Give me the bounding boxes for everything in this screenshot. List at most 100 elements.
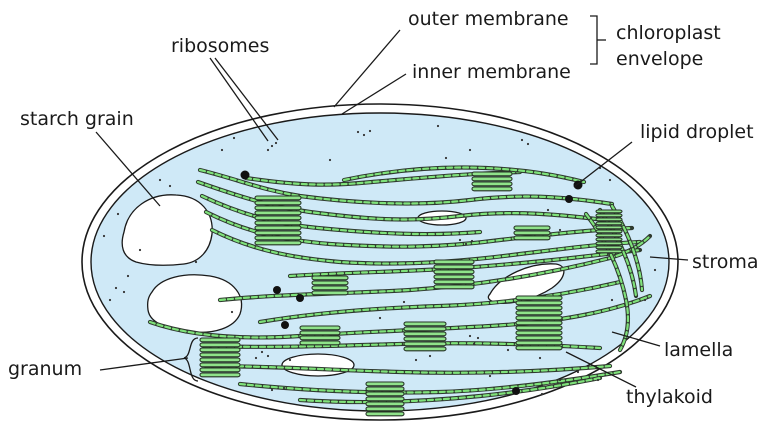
granum-9-thylakoid-disc-3 (366, 392, 404, 396)
ribosome-dot-37 (611, 299, 613, 301)
ribosome-dot-40 (329, 159, 331, 161)
label-starch-grain: starch grain (20, 108, 134, 130)
granum-8-thylakoid-disc-1 (200, 338, 240, 342)
granum-1-thylakoid-disc-1 (255, 196, 301, 200)
granum-11-thylakoid-disc-4 (596, 222, 622, 225)
granum-3-thylakoid-disc-1 (434, 260, 474, 264)
ribosome-dot-23 (403, 301, 405, 303)
granum-9-thylakoid-disc-7 (366, 412, 404, 416)
granum-11-thylakoid-disc-10 (596, 246, 622, 249)
ribosome-dot-32 (473, 343, 475, 345)
ribosome-dot-2 (271, 145, 273, 147)
granum-2-thylakoid-disc-1 (472, 172, 512, 176)
label-ribosomes: ribosomes (171, 35, 269, 57)
label-envelope-line2: envelope (616, 48, 703, 70)
label-thylakoid: thylakoid (626, 386, 713, 408)
ribosome-dot-14 (117, 213, 119, 215)
granum-2-thylakoid-disc-4 (472, 187, 512, 191)
granum-6-thylakoid-disc-6 (404, 347, 446, 351)
granum-6-thylakoid-disc-3 (404, 332, 446, 336)
granum-7-thylakoid-disc-6 (516, 321, 562, 325)
granum-4-thylakoid-disc-4 (312, 291, 348, 295)
label-lamella: lamella (664, 339, 733, 361)
ribosome-dot-16 (127, 275, 129, 277)
ribosome-dot-38 (547, 209, 549, 211)
ribosome-dot-49 (609, 179, 611, 181)
ribosome-dot-24 (379, 317, 381, 319)
granum-6-thylakoid-disc-4 (404, 337, 446, 341)
granum-9-thylakoid-disc-4 (366, 397, 404, 401)
granum-3-thylakoid-disc-4 (434, 275, 474, 279)
granum-1-thylakoid-disc-6 (255, 221, 301, 225)
ribosome-dot-12 (159, 179, 161, 181)
ribosome-dot-46 (507, 349, 509, 351)
ribosome-dot-30 (469, 335, 471, 337)
granum-3-thylakoid-disc-3 (434, 270, 474, 274)
ribosome-dot-51 (644, 299, 646, 301)
granum-8-thylakoid-disc-2 (200, 343, 240, 347)
granum-8-thylakoid-disc-7 (200, 368, 240, 372)
granum-7-thylakoid-disc-4 (516, 311, 562, 315)
ribosome-dot-8 (445, 157, 447, 159)
ribosome-dot-21 (465, 243, 467, 245)
granum-11-thylakoid-disc-11 (596, 250, 622, 253)
granum-7-thylakoid-disc-3 (516, 306, 562, 310)
ribosome-dot-11 (469, 149, 471, 151)
ribosome-dot-34 (559, 379, 561, 381)
granum-5-thylakoid-disc-3 (300, 336, 340, 340)
lipid-droplet-7 (512, 387, 520, 395)
ribosome-dot-25 (261, 351, 263, 353)
lipid-droplet-1 (241, 171, 250, 180)
granum-7-thylakoid-disc-10 (516, 341, 562, 345)
granum-7-thylakoid-disc-1 (516, 296, 562, 300)
granum-5-thylakoid-disc-2 (300, 331, 340, 335)
ribosome-dot-3 (275, 142, 277, 144)
lipid-droplet-3 (565, 195, 573, 203)
granum-11-thylakoid-disc-1 (596, 210, 622, 213)
ribosome-dot-10 (527, 143, 529, 145)
granum-4-thylakoid-disc-1 (312, 276, 348, 280)
label-stroma: stroma (692, 251, 759, 273)
granum-1-thylakoid-disc-10 (255, 241, 301, 245)
granum-9-thylakoid-disc-2 (366, 387, 404, 391)
ribosome-dot-54 (231, 311, 233, 313)
granum-7-thylakoid-disc-2 (516, 301, 562, 305)
granum-11-thylakoid-disc-7 (596, 234, 622, 237)
ribosome-dot-1 (267, 149, 269, 151)
ribosome-dot-42 (233, 137, 235, 139)
label-envelope-line1: chloroplast (616, 22, 721, 44)
ribosome-dot-13 (169, 185, 171, 187)
ribosome-dot-44 (429, 355, 431, 357)
ribosome-dot-5 (363, 134, 365, 136)
granum-9-thylakoid-disc-5 (366, 402, 404, 406)
granum-3-thylakoid-disc-2 (434, 265, 474, 269)
label-outer-membrane: outer membrane (408, 8, 569, 30)
granum-11-thylakoid-disc-2 (596, 214, 622, 217)
granum-11-thylakoid-disc-8 (596, 238, 622, 241)
ribosome-dot-33 (541, 393, 543, 395)
granum-11-thylakoid-disc-3 (596, 218, 622, 221)
granum-2-thylakoid-disc-2 (472, 177, 512, 181)
granum-10-thylakoid-disc-3 (514, 236, 550, 240)
granum-8-thylakoid-disc-5 (200, 358, 240, 362)
granum-6-thylakoid-disc-2 (404, 327, 446, 331)
lipid-droplet-4 (273, 286, 281, 294)
granum-8-thylakoid-disc-6 (200, 363, 240, 367)
ribosome-dot-35 (577, 371, 579, 373)
ribosome-dot-50 (654, 269, 656, 271)
granum-1-thylakoid-disc-3 (255, 206, 301, 210)
granum-8-thylakoid-disc-3 (200, 348, 240, 352)
granum-10-thylakoid-disc-1 (514, 226, 550, 230)
granum-1-thylakoid-disc-4 (255, 211, 301, 215)
granum-4-thylakoid-disc-2 (312, 281, 348, 285)
granum-10-thylakoid-disc-2 (514, 231, 550, 235)
ribosome-dot-7 (437, 125, 439, 127)
granum-9-thylakoid-disc-6 (366, 407, 404, 411)
ribosome-dot-41 (221, 149, 223, 151)
granum-9-thylakoid-disc-1 (366, 382, 404, 386)
ribosome-dot-53 (195, 261, 197, 263)
granum-7-thylakoid-disc-7 (516, 326, 562, 330)
ribosome-dot-55 (289, 359, 291, 361)
granum-6-thylakoid-disc-5 (404, 342, 446, 346)
